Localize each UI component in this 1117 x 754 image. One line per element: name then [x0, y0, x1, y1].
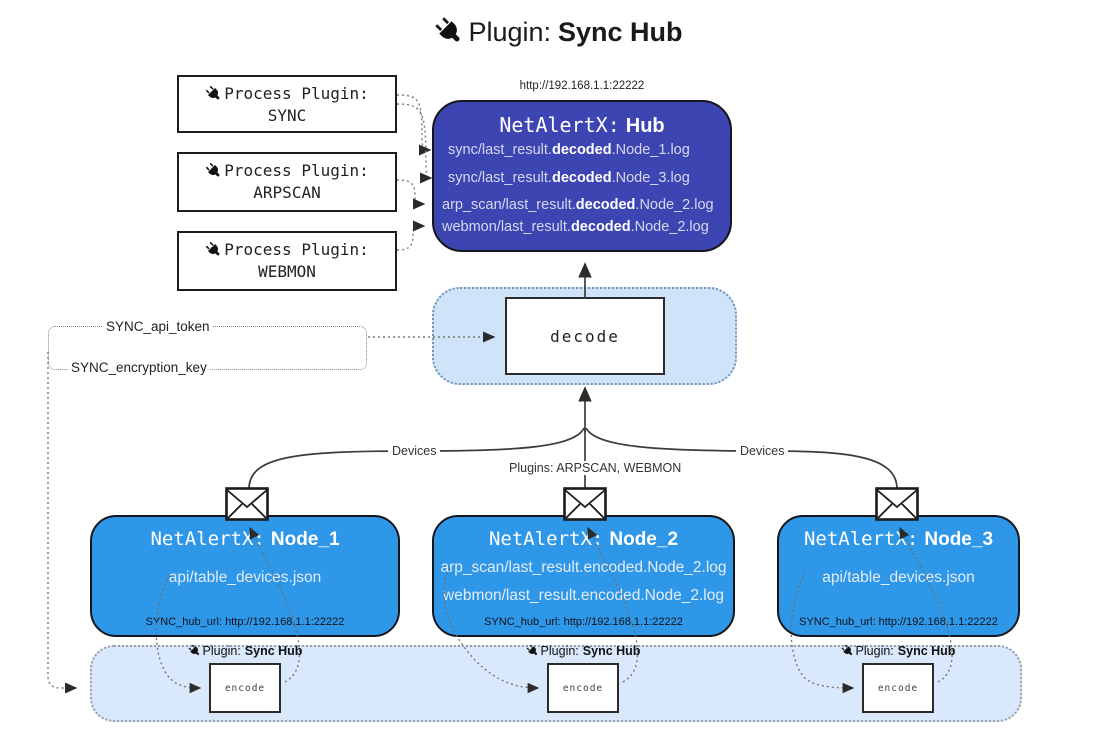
plug-icon	[841, 644, 854, 657]
process-plugin-label: Process Plugin:	[224, 161, 369, 180]
node-hub-url: SYNC_hub_url: http://192.168.1.1:22222	[799, 616, 998, 628]
netalertx-node3-box: NetAlertX:Node_3 api/table_devices.json …	[777, 515, 1020, 637]
encoder-label: Plugin:Sync Hub	[818, 644, 978, 658]
title-name: Sync Hub	[558, 17, 683, 47]
hub-title-name: Hub	[625, 115, 665, 137]
hub-url-label: http://192.168.1.1:22222	[519, 80, 645, 92]
process-plugin-label: Process Plugin:	[224, 84, 369, 103]
node-file: webmon/last_result.encoded.Node_2.log	[443, 587, 724, 604]
envelope-icon	[563, 487, 607, 521]
netalertx-node2-box: NetAlertX:Node_2 arp_scan/last_result.en…	[432, 515, 735, 637]
plug-icon	[526, 644, 539, 657]
plug-icon	[434, 16, 464, 46]
process-plugin-name: ARPSCAN	[253, 183, 321, 202]
hub-log-line: sync/last_result.decoded.Node_3.log	[448, 170, 690, 186]
page-title: Plugin:Sync Hub	[0, 16, 1117, 48]
hub-log-line: webmon/last_result.decoded.Node_2.log	[442, 219, 709, 235]
plug-icon	[205, 85, 222, 102]
devices-left-label: Devices	[388, 444, 441, 458]
encoder-label: Plugin:Sync Hub	[165, 644, 325, 658]
process-plugin-sync-box: Process Plugin: SYNC	[177, 75, 397, 133]
node-file: api/table_devices.json	[822, 569, 975, 586]
hub-title: NetAlertX:Hub	[434, 113, 730, 138]
hub-title-prefix: NetAlertX:	[499, 113, 620, 137]
node-title: NetAlertX:Node_1	[150, 528, 340, 550]
sync-api-token-label: SYNC_api_token	[103, 319, 213, 334]
node-file: api/table_devices.json	[168, 569, 322, 586]
plugins-mid-label: Plugins: ARPSCAN, WEBMON	[505, 461, 686, 475]
title-prefix: Plugin:	[468, 17, 552, 47]
plug-icon	[205, 241, 222, 258]
hub-log-line: sync/last_result.decoded.Node_1.log	[448, 142, 690, 158]
node-file: arp_scan/last_result.encoded.Node_2.log	[440, 559, 727, 576]
sync-encryption-key-label: SYNC_encryption_key	[68, 360, 210, 375]
netalertx-hub-box: NetAlertX:Hub sync/last_result.decoded.N…	[432, 100, 732, 252]
process-plugin-name: WEBMON	[258, 262, 316, 281]
process-plugin-label: Process Plugin:	[224, 240, 369, 259]
node-title: NetAlertX:Node_3	[803, 528, 994, 550]
plug-icon	[205, 162, 222, 179]
encode-box: encode	[862, 663, 934, 713]
node-hub-url: SYNC_hub_url: http://192.168.1.1:22222	[484, 616, 683, 628]
netalertx-node1-box: NetAlertX:Node_1 api/table_devices.json …	[90, 515, 400, 637]
envelope-icon	[225, 487, 269, 521]
hub-log-line: arp_scan/last_result.decoded.Node_2.log	[442, 197, 714, 213]
encode-box: encode	[547, 663, 619, 713]
node-title: NetAlertX:Node_2	[488, 528, 679, 550]
encoder-label: Plugin:Sync Hub	[503, 644, 663, 658]
node-hub-url: SYNC_hub_url: http://192.168.1.1:22222	[145, 616, 345, 628]
devices-right-label: Devices	[736, 444, 789, 458]
envelope-icon	[875, 487, 919, 521]
decode-box: decode	[505, 297, 665, 375]
process-plugin-webmon-box: Process Plugin: WEBMON	[177, 231, 397, 291]
encode-box: encode	[209, 663, 281, 713]
process-plugin-name: SYNC	[267, 106, 307, 125]
process-plugin-arpscan-box: Process Plugin: ARPSCAN	[177, 152, 397, 212]
plug-icon	[188, 644, 201, 657]
